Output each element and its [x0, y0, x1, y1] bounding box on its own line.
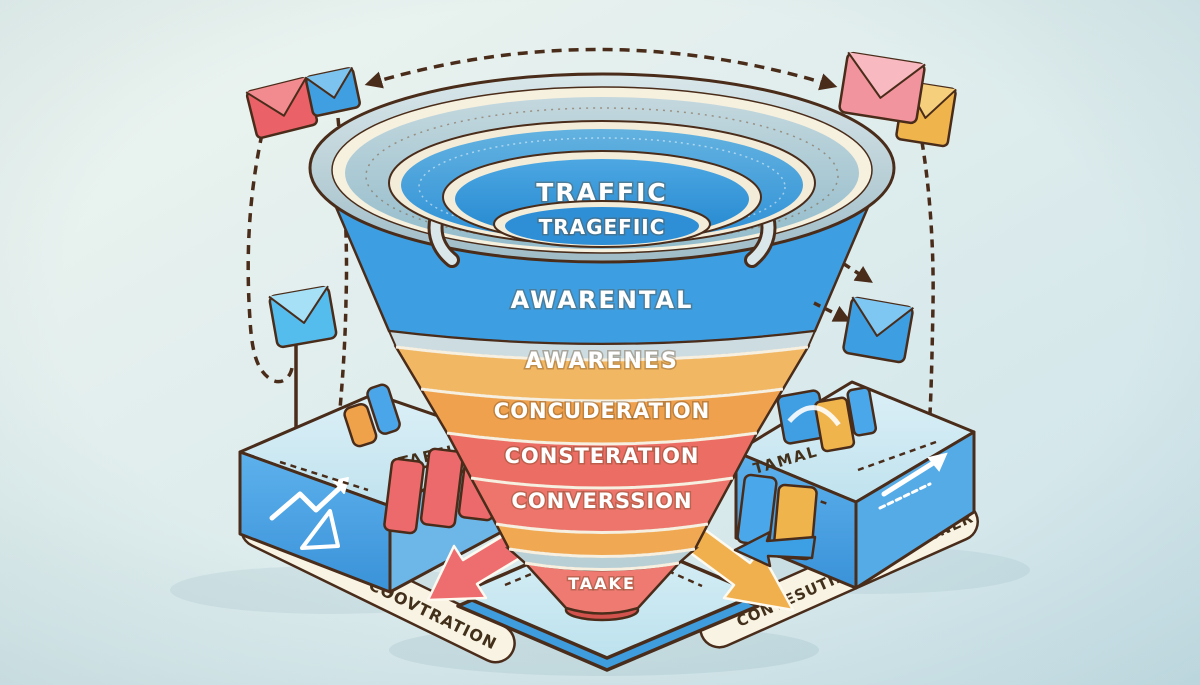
envelope-lightblue-icon: [268, 285, 338, 349]
dashed-arrow-right-down: [920, 141, 939, 434]
line-chart-icon: [269, 477, 349, 550]
envelope-blue-icon: [304, 66, 361, 117]
funnel: AWARENTAL AWARENES CONCUDERATION CONSTER…: [308, 72, 896, 622]
funnel-rim: TRAFFIC TRAGEFIIC: [308, 72, 896, 268]
stage-label: AWARENES: [525, 349, 679, 374]
blue-arrow: [733, 530, 817, 568]
dashed-arrows-mid-right: [813, 262, 873, 322]
folder-icons: [776, 386, 878, 453]
funnel-band-highlights: [395, 345, 809, 571]
envelope-blue2-icon: [842, 296, 915, 364]
dashed-line-left: [246, 133, 294, 384]
envelope-pink-icon: [838, 51, 926, 125]
envelopes: [245, 51, 957, 364]
rim-label: TRAGEFIIC: [539, 215, 666, 239]
trend-arrow-icon: [878, 452, 948, 510]
stage-label: CONSTERATION: [505, 444, 700, 468]
blue-card: [736, 473, 778, 547]
dashed-arrow-left-down: [328, 117, 349, 456]
stage-label: CONCUDERATION: [494, 399, 710, 423]
bar-chart-icon: [343, 383, 401, 448]
red-card: [419, 447, 465, 529]
right-box-right-face: [854, 430, 976, 590]
red-card: [383, 457, 425, 535]
stage-label: AWARENTAL: [511, 286, 694, 314]
stage-label: TAAKE: [568, 574, 636, 593]
stage-label: CONVERSSION: [511, 489, 692, 513]
